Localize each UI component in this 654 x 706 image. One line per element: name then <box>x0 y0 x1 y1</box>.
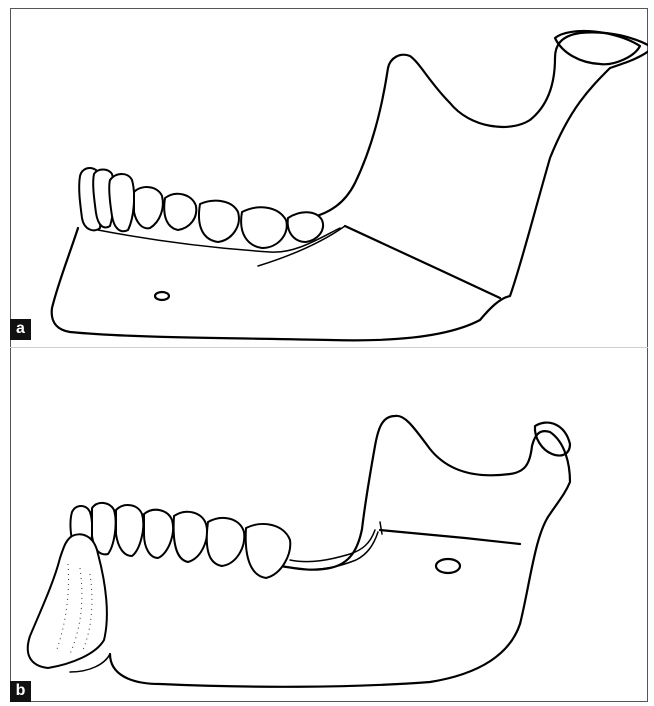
mandible-outline-a <box>52 32 648 340</box>
tooth-a-3 <box>109 174 134 231</box>
tooth-a-5 <box>164 194 196 230</box>
tooth-b-5 <box>174 512 207 562</box>
panel-label-a: a <box>10 319 31 340</box>
fracture-tick-b <box>380 522 382 534</box>
fracture-segment-b <box>28 534 107 668</box>
panel-a-drawing <box>10 8 648 348</box>
alveolar-line-b2 <box>292 532 378 570</box>
mandible-drawing-b <box>10 354 648 694</box>
tooth-a-6 <box>199 201 239 242</box>
mental-foramen-a <box>155 292 169 300</box>
tooth-a-8 <box>288 212 323 242</box>
tooth-b-6 <box>207 518 244 566</box>
tooth-a-7 <box>241 207 287 248</box>
tooth-b-7 <box>246 524 291 578</box>
tooth-b-4 <box>144 510 173 558</box>
tooth-b-3 <box>116 505 143 556</box>
foramen-b <box>436 559 460 573</box>
fracture-line-a <box>345 226 500 298</box>
mandible-drawing-a <box>10 8 648 348</box>
panel-label-b: b <box>10 681 31 702</box>
tooth-a-4 <box>134 187 163 228</box>
fracture-line-b <box>380 530 520 544</box>
panel-b-drawing <box>10 354 648 694</box>
